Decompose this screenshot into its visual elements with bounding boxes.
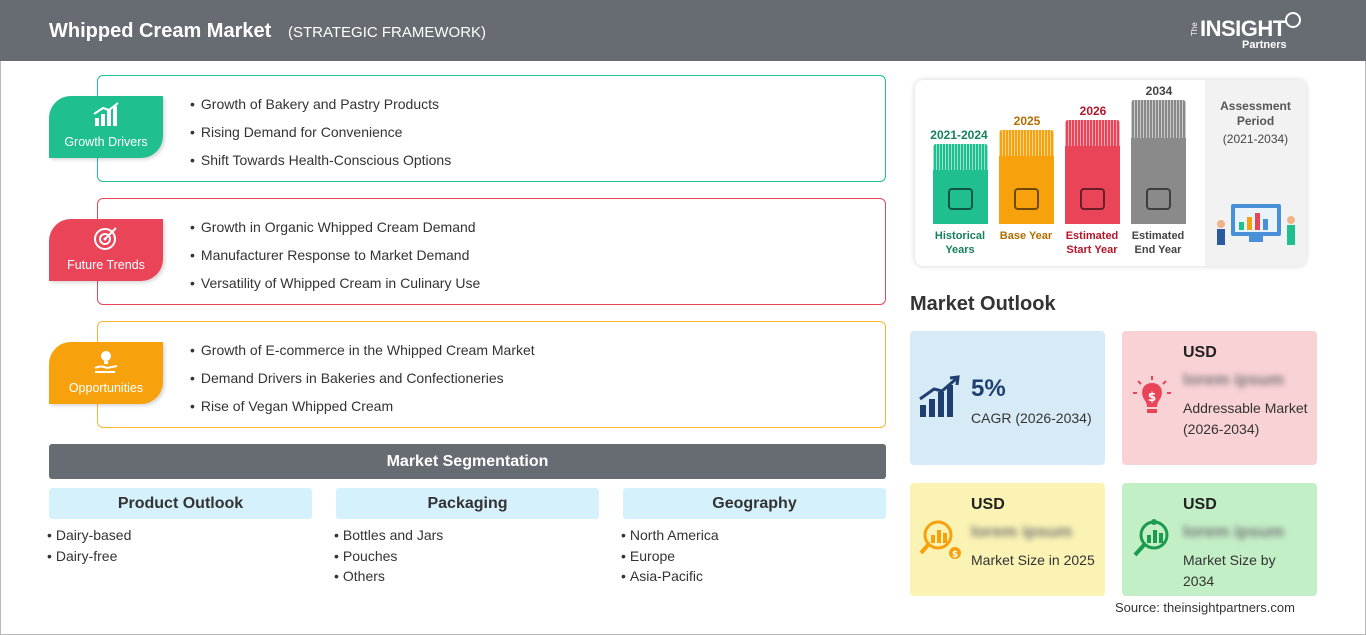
blurred-value: lorem ipsum xyxy=(1183,370,1285,389)
list-item: Rise of Vegan Whipped Cream xyxy=(190,394,535,422)
blurred-value: lorem ipsum xyxy=(971,522,1073,541)
segment-list-product: Dairy-based Dairy-free xyxy=(47,526,131,567)
list-item: Growth in Organic Whipped Cream Demand xyxy=(190,215,480,243)
segment-heading-geography: Geography xyxy=(623,488,886,519)
currency-label: USD xyxy=(971,496,1005,513)
growth-drivers-list: Growth of Bakery and Pastry Products Ris… xyxy=(190,92,451,176)
target-icon xyxy=(94,227,117,250)
list-item: Shift Towards Health-Conscious Options xyxy=(190,148,451,176)
timeline-bar-historical xyxy=(933,144,988,224)
timeline-bar-base xyxy=(999,130,1054,224)
opportunities-tag: Opportunities xyxy=(49,342,163,404)
magnifier-chart-icon: $ xyxy=(919,520,961,560)
market-size-2025-card: USD lorem ipsum $ Market Size in 2025 xyxy=(910,483,1105,596)
growth-drivers-box: Growth of Bakery and Pastry Products Ris… xyxy=(97,75,886,182)
timeline-label: Estimated End Year xyxy=(1131,230,1185,256)
logo-ring-icon xyxy=(1285,12,1301,28)
currency-label: USD xyxy=(1183,344,1217,361)
timeline-year: 2026 xyxy=(1079,104,1107,118)
market-size-2034-label: Market Size by 2034 xyxy=(1183,552,1276,589)
page-subtitle: (STRATEGIC FRAMEWORK) xyxy=(288,24,487,41)
assessment-title: Assessment Period xyxy=(1220,99,1291,128)
timeline-year: 2025 xyxy=(1013,114,1041,128)
assessment-period: (2021-2034) xyxy=(1222,132,1289,146)
market-segmentation-bar: Market Segmentation xyxy=(49,444,886,479)
cagr-label: CAGR (2026-2034) xyxy=(971,410,1092,426)
monitor-icon xyxy=(1146,188,1171,210)
opportunities-box: Growth of E-commerce in the Whipped Crea… xyxy=(97,321,886,428)
list-item: Asia-Pacific xyxy=(621,567,719,588)
list-item: Others xyxy=(334,567,443,588)
list-item: Europe xyxy=(621,547,719,568)
list-item: Pouches xyxy=(334,547,443,568)
calendar-icon xyxy=(1014,188,1039,210)
list-item: Rising Demand for Convenience xyxy=(190,120,451,148)
tag-label: Opportunities xyxy=(68,381,144,395)
growth-bars-icon xyxy=(919,375,960,417)
analytics-people-icon xyxy=(1217,204,1295,245)
list-item: Dairy-based xyxy=(47,526,131,547)
cagr-value: 5% xyxy=(971,375,1006,402)
timeline-year: 2021-2024 xyxy=(930,128,988,142)
opportunities-list: Growth of E-commerce in the Whipped Crea… xyxy=(190,338,535,422)
timeline-bar-start xyxy=(1065,120,1120,224)
segment-heading-product: Product Outlook xyxy=(49,488,312,519)
segment-list-geography: North America Europe Asia-Pacific xyxy=(621,526,719,588)
market-outlook-title: Market Outlook xyxy=(910,293,1056,315)
blurred-value: lorem ipsum xyxy=(1183,522,1285,541)
timeline-label: Historical Years xyxy=(934,230,986,256)
growth-chart-icon xyxy=(93,102,119,126)
source-credit[interactable]: Source: theinsightpartners.com xyxy=(1115,600,1295,615)
page-title: Whipped Cream Market xyxy=(49,20,272,42)
list-item: Dairy-free xyxy=(47,547,131,568)
svg-text:$: $ xyxy=(952,550,958,560)
market-size-2034-card: USD lorem ipsum Market Size by 2034 xyxy=(1122,483,1317,596)
list-item: Versatility of Whipped Cream in Culinary… xyxy=(190,271,480,299)
list-item: North America xyxy=(621,526,719,547)
assessment-timeline: 2021-2024 Historical Years 2025 Base Yea… xyxy=(915,80,1306,266)
history-icon xyxy=(948,188,973,210)
header-bar: Whipped Cream Market (STRATEGIC FRAMEWOR… xyxy=(0,0,1366,61)
currency-label: USD xyxy=(1183,496,1217,513)
segment-heading-packaging: Packaging xyxy=(336,488,599,519)
lightbulb-hand-icon xyxy=(94,351,118,373)
growth-drivers-tag: Growth Drivers xyxy=(49,96,163,158)
market-size-2025-label: Market Size in 2025 xyxy=(971,552,1095,568)
timeline-label: Estimated Start Year xyxy=(1065,230,1119,256)
timeline-year: 2034 xyxy=(1145,84,1173,98)
list-item: Growth of E-commerce in the Whipped Crea… xyxy=(190,338,535,366)
timeline-bar-end xyxy=(1131,100,1186,224)
list-item: Manufacturer Response to Market Demand xyxy=(190,243,480,271)
magnifier-chart-icon xyxy=(1133,519,1169,557)
future-trends-list: Growth in Organic Whipped Cream Demand M… xyxy=(190,215,480,299)
list-item: Demand Drivers in Bakeries and Confectio… xyxy=(190,366,535,394)
assessment-panel: Assessment Period (2021-2034) xyxy=(1205,80,1306,266)
list-item: Growth of Bakery and Pastry Products xyxy=(190,92,451,120)
svg-text:$: $ xyxy=(1148,390,1156,404)
cagr-card: 5% CAGR (2026-2034) xyxy=(910,331,1105,465)
future-trends-tag: Future Trends xyxy=(49,219,163,281)
addressable-label: Addressable Market (2026-2034) xyxy=(1183,400,1308,437)
tag-label: Future Trends xyxy=(67,258,145,272)
addressable-market-card: USD lorem ipsum $ Addressable Market (20… xyxy=(1122,331,1317,465)
future-trends-box: Growth in Organic Whipped Cream Demand M… xyxy=(97,198,886,305)
timeline-label: Base Year xyxy=(999,230,1053,242)
start-icon xyxy=(1080,188,1105,210)
lightbulb-dollar-icon: $ xyxy=(1133,376,1171,413)
insight-partners-logo[interactable]: The INSIGHT Partners xyxy=(1190,10,1310,54)
tag-label: Growth Drivers xyxy=(64,135,148,149)
segment-list-packaging: Bottles and Jars Pouches Others xyxy=(334,526,443,588)
list-item: Bottles and Jars xyxy=(334,526,443,547)
